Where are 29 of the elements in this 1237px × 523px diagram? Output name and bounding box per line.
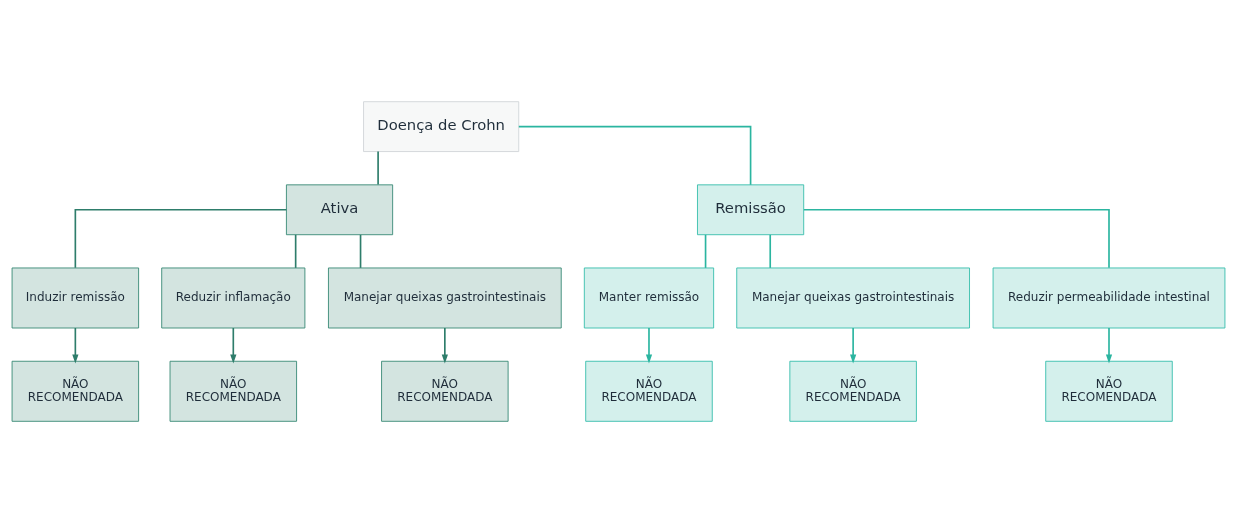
connector xyxy=(74,208,288,269)
node-box: Reduzir permeabilidade intestinal xyxy=(992,267,1226,329)
node-box: NÃO RECOMENDADA xyxy=(11,360,140,422)
node-box: Doença de Crohn xyxy=(363,101,520,153)
arrow xyxy=(1105,327,1113,364)
connector xyxy=(803,208,1110,269)
connector xyxy=(359,234,362,269)
arrow xyxy=(72,327,79,364)
connector xyxy=(704,234,707,269)
node-box: NÃO RECOMENDADA xyxy=(381,360,509,422)
node-box: NÃO RECOMENDADA xyxy=(1045,360,1173,422)
node-box: Manejar queixas gastrointestinais xyxy=(328,267,562,329)
arrow xyxy=(441,327,448,364)
connector xyxy=(769,234,772,269)
node-box: Induzir remissão xyxy=(11,267,140,329)
node-box: Remissão xyxy=(697,184,805,236)
node-box: NÃO RECOMENDADA xyxy=(169,360,298,422)
arrow xyxy=(230,327,237,364)
node-box: Reduzir inflamação xyxy=(161,267,306,329)
node-box: NÃO RECOMENDADA xyxy=(585,360,713,422)
connector xyxy=(518,125,752,186)
node-box: Ativa xyxy=(285,184,394,236)
node-box: Manter remissão xyxy=(583,267,715,329)
arrow xyxy=(850,327,857,364)
node-box: Manejar queixas gastrointestinais xyxy=(736,267,970,329)
arrow xyxy=(645,327,653,364)
connector xyxy=(377,150,379,186)
connector xyxy=(294,234,297,269)
node-box: NÃO RECOMENDADA xyxy=(789,360,917,422)
